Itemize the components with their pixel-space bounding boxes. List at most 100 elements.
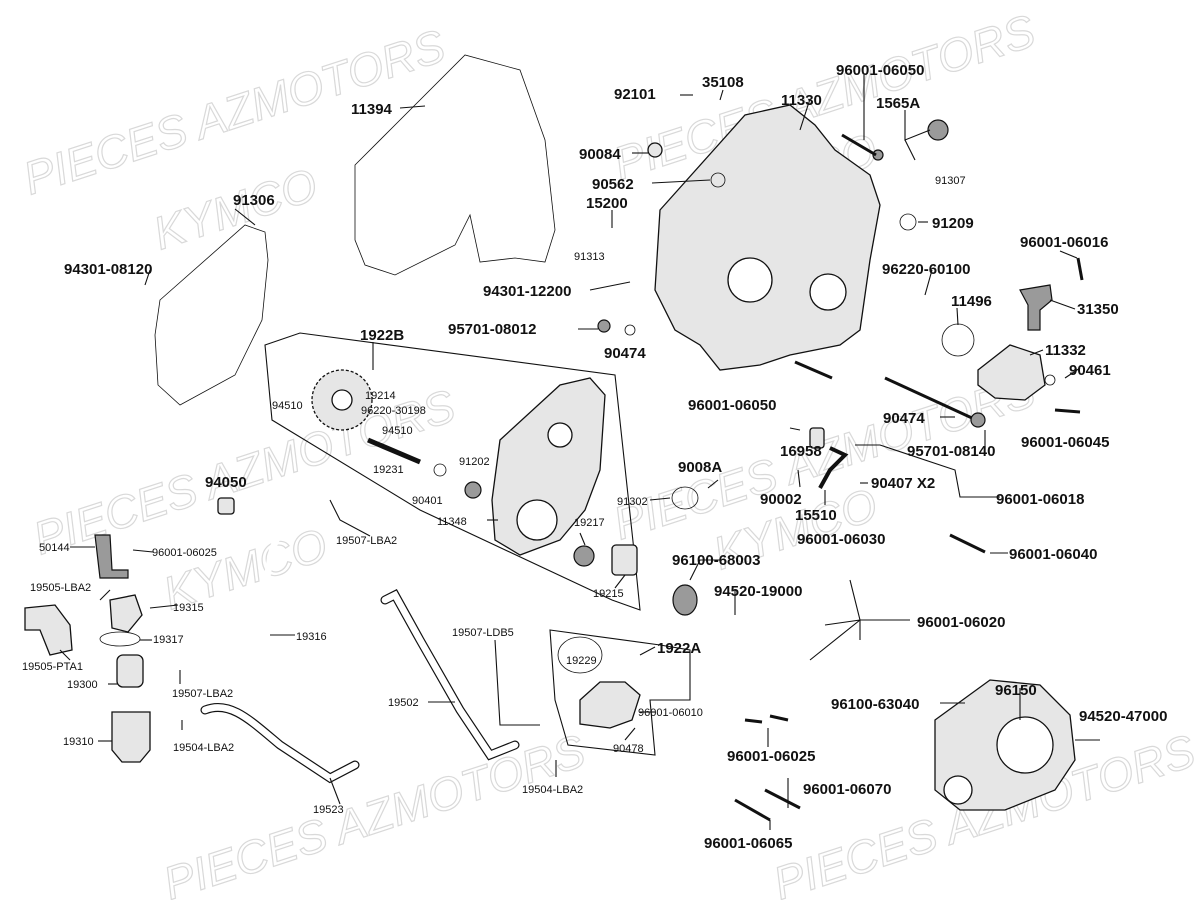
o-ring-19317 <box>99 631 141 647</box>
part-label-19229: 19229 <box>566 655 597 667</box>
part-label-96001-06016: 96001-06016 <box>1020 234 1108 251</box>
bolt-96001-06040 <box>949 533 986 554</box>
part-label-91313: 91313 <box>574 251 605 263</box>
part-label-95701-08012: 95701-08012 <box>448 321 536 338</box>
part-label-15510: 15510 <box>795 507 837 524</box>
part-label-94510: 94510 <box>382 425 413 437</box>
side-cover-boss <box>943 775 973 805</box>
leader-lines <box>59 75 1100 830</box>
part-label-90407-x2: 90407 X2 <box>871 475 935 492</box>
seal-90401 <box>433 463 447 477</box>
part-label-1565A: 1565A <box>876 95 920 112</box>
hose-19523-inner <box>201 704 359 782</box>
part-label-16958: 16958 <box>780 443 822 460</box>
part-label-19507-lba2: 19507-LBA2 <box>336 535 397 547</box>
thermostat-case-19310 <box>111 711 151 763</box>
pipe-15510 <box>818 446 849 489</box>
group-frame-1922B <box>264 332 641 611</box>
part-label-96001-06070: 96001-06070 <box>803 781 891 798</box>
part-label-11330: 11330 <box>781 92 822 109</box>
bolt-96001-06065 <box>734 798 771 822</box>
pump-impeller-housing <box>516 499 558 541</box>
part-label-1922A: 1922A <box>657 640 701 657</box>
part-label-90474: 90474 <box>883 410 925 427</box>
elbow-19505 <box>24 604 73 656</box>
part-label-94301-12200: 94301-12200 <box>483 283 571 300</box>
part-label-19231: 19231 <box>373 464 404 476</box>
part-label-96001-06020: 96001-06020 <box>917 614 1005 631</box>
bearing-19217 <box>573 545 595 567</box>
part-label-95701-08140: 95701-08140 <box>907 443 995 460</box>
part-label-19523: 19523 <box>313 804 344 816</box>
pump-o-ring-19229 <box>557 636 603 674</box>
gasket-90474 <box>624 324 636 336</box>
hose-19502-inner <box>381 590 519 760</box>
pump-seal <box>547 422 573 448</box>
pipe-16958 <box>809 427 825 449</box>
bolt-96001-06025 <box>744 718 763 724</box>
seal-91209 <box>899 213 917 231</box>
part-label-96001-06010: 96001-06010 <box>638 707 703 719</box>
part-label-19214: 19214 <box>365 390 396 402</box>
part-label-96220-60100: 96220-60100 <box>882 261 970 278</box>
part-label-96001-06030: 96001-06030 <box>797 531 885 548</box>
part-label-96220-30198: 96220-30198 <box>361 405 426 417</box>
part-label-19504-lba2: 19504-LBA2 <box>522 784 583 796</box>
part-label-19215: 19215 <box>593 588 624 600</box>
gasket-91306 <box>154 224 269 406</box>
thermostat-housing-11332 <box>977 344 1046 401</box>
cover-bore <box>727 257 773 303</box>
part-label-96100-68003: 96100-68003 <box>672 552 760 569</box>
part-label-91302: 91302 <box>617 496 648 508</box>
group-frame-1922A <box>549 629 691 756</box>
part-label-19504-lba2: 19504-LBA2 <box>173 742 234 754</box>
part-label-19505-pta1: 19505-PTA1 <box>22 661 83 673</box>
bolt-96001-06050b <box>794 360 833 380</box>
bolt-96001-06045 <box>1054 408 1081 414</box>
part-label-96001-06065: 96001-06065 <box>704 835 792 852</box>
thermostat-19300 <box>116 654 144 688</box>
part-label-96100-63040: 96100-63040 <box>831 696 919 713</box>
part-label-90474: 90474 <box>604 345 646 362</box>
part-label-19317: 19317 <box>153 634 184 646</box>
part-label-35108: 35108 <box>702 74 744 91</box>
drain-plug-94050 <box>217 497 235 515</box>
part-label-50144: 50144 <box>39 542 70 554</box>
part-label-91307: 91307 <box>935 175 966 187</box>
part-label-15200: 15200 <box>586 195 628 212</box>
gear-hub <box>331 389 353 411</box>
hose-19502 <box>380 589 520 761</box>
part-labels: 11394 92101 35108 11330 96001-06050 1565… <box>22 62 1167 852</box>
seal-91202 <box>464 481 482 499</box>
part-label-94301-08120: 94301-08120 <box>64 261 152 278</box>
part-label-91209: 91209 <box>932 215 974 232</box>
part-label-90562: 90562 <box>592 176 634 193</box>
part-label-90002: 90002 <box>760 491 802 508</box>
part-label-94520-19000: 94520-19000 <box>714 583 802 600</box>
washer-90562 <box>710 172 726 188</box>
part-label-96001-06045: 96001-06045 <box>1021 434 1109 451</box>
pump-body-1922A <box>579 681 641 729</box>
o-ring-9008A <box>671 486 699 510</box>
bolt-96001-06025 <box>769 714 789 722</box>
o-ring-90461 <box>1044 374 1056 386</box>
part-label-96001-06018: 96001-06018 <box>996 491 1084 508</box>
part-label-90401: 90401 <box>412 495 443 507</box>
part-label-19502: 19502 <box>388 697 419 709</box>
part-label-94510: 94510 <box>272 400 303 412</box>
part-label-9008A: 9008A <box>678 459 722 476</box>
bracket-50144 <box>94 534 129 579</box>
part-label-11394: 11394 <box>351 101 393 118</box>
grommet-90084 <box>647 142 663 158</box>
plug-95701-08140 <box>970 412 986 428</box>
part-label-19316: 19316 <box>296 631 327 643</box>
part-label-96001-06050: 96001-06050 <box>688 397 776 414</box>
impeller-19215 <box>611 544 638 576</box>
sensor-31350 <box>1019 284 1053 331</box>
part-label-19507-ldb5: 19507-LDB5 <box>452 627 514 639</box>
hose-19316-inner <box>201 501 324 654</box>
gasket-11496 <box>941 323 975 357</box>
part-label-19300: 19300 <box>67 679 98 691</box>
part-label-19507-lba2: 19507-LBA2 <box>172 688 233 700</box>
